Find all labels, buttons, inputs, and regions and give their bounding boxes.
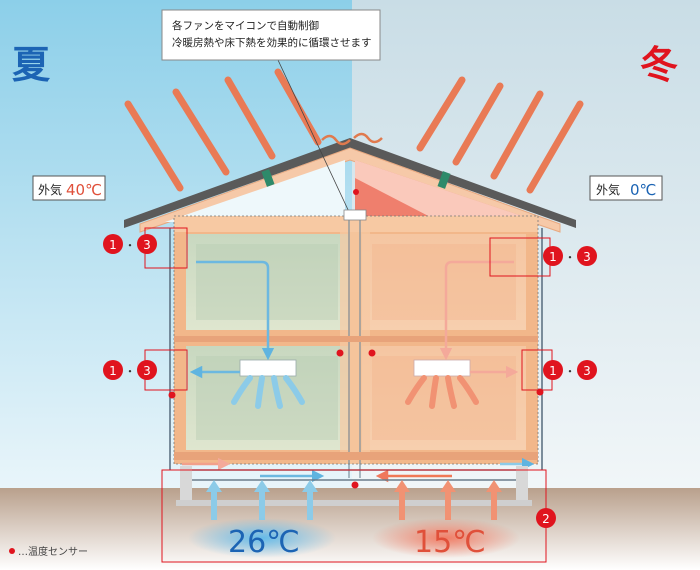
badge-group-top-right: 1 ・ 3 [543, 246, 597, 266]
svg-text:3: 3 [583, 250, 591, 264]
svg-text:1: 1 [109, 364, 117, 378]
svg-text:・: ・ [125, 239, 136, 252]
up-arrow-head [206, 480, 222, 492]
sensor-dot [336, 349, 344, 357]
roof [124, 138, 576, 233]
svg-text:2: 2 [542, 512, 550, 526]
sun-rays-summer [124, 68, 322, 192]
underfloor-glow-summer [188, 518, 336, 558]
sensor-dot [351, 481, 359, 489]
room-winter-upper [362, 234, 526, 330]
svg-text:1: 1 [109, 238, 117, 252]
svg-text:・: ・ [565, 365, 576, 378]
underfloor-up-arrows-summer [206, 480, 318, 520]
fan-unit-winter [405, 359, 479, 409]
svg-text:3: 3 [583, 364, 591, 378]
badge-group-mid-right: 1 ・ 3 [543, 360, 597, 380]
underfloor-temp-summer: 26℃ [228, 525, 300, 560]
callout-leader [277, 59, 351, 215]
svg-text:1: 1 [549, 250, 557, 264]
airflow-summer [182, 260, 325, 483]
summer-label: 夏 [12, 42, 51, 87]
winter-label: 冬 [640, 42, 678, 87]
callout-line1: 各ファンをマイコンで自動制御 [172, 19, 319, 32]
underfloor-temp-winter: 15℃ [414, 525, 486, 560]
fan-unit-summer [231, 359, 305, 409]
outside-summer-temp: 40℃ [66, 181, 102, 199]
up-arrow-head [440, 480, 456, 492]
sensor-dot [353, 189, 359, 195]
sensor-dot [168, 391, 176, 399]
up-arrow-head [394, 480, 410, 492]
house-frame [173, 209, 539, 478]
up-arrow-head [302, 480, 318, 492]
outside-summer-label: 外気 [38, 182, 62, 197]
svg-text:3: 3 [143, 364, 151, 378]
callout-box [161, 9, 381, 61]
underfloor-up-arrows-winter [394, 480, 502, 520]
up-arrow-head [486, 480, 502, 492]
badge-underfloor: 2 [536, 508, 556, 528]
callout-line2: 冷暖房熱や床下熱を効果的に循環させます [172, 36, 372, 49]
outside-winter-label: 外気 [596, 182, 620, 197]
outside-winter-temp: 0℃ [630, 181, 656, 199]
underfloor-glow-winter [372, 518, 520, 558]
outside-summer-box [32, 175, 106, 201]
airflow-winter [375, 260, 535, 483]
legend-sensor-dot [9, 548, 15, 554]
svg-text:・: ・ [125, 365, 136, 378]
ridge-vent-icon [321, 132, 383, 146]
outside-winter-box [589, 175, 663, 201]
sun-rays-winter [416, 76, 584, 194]
legend-sensor-label: …温度センサー [18, 545, 88, 558]
badge-group-mid-left: 1 ・ 3 [103, 360, 157, 380]
svg-text:1: 1 [549, 364, 557, 378]
sensor-dot [368, 349, 376, 357]
svg-text:・: ・ [565, 251, 576, 264]
badge-group-top-left: 1 ・ 3 [103, 234, 157, 254]
foundation [176, 466, 532, 506]
svg-text:3: 3 [143, 238, 151, 252]
up-arrow-head [254, 480, 270, 492]
